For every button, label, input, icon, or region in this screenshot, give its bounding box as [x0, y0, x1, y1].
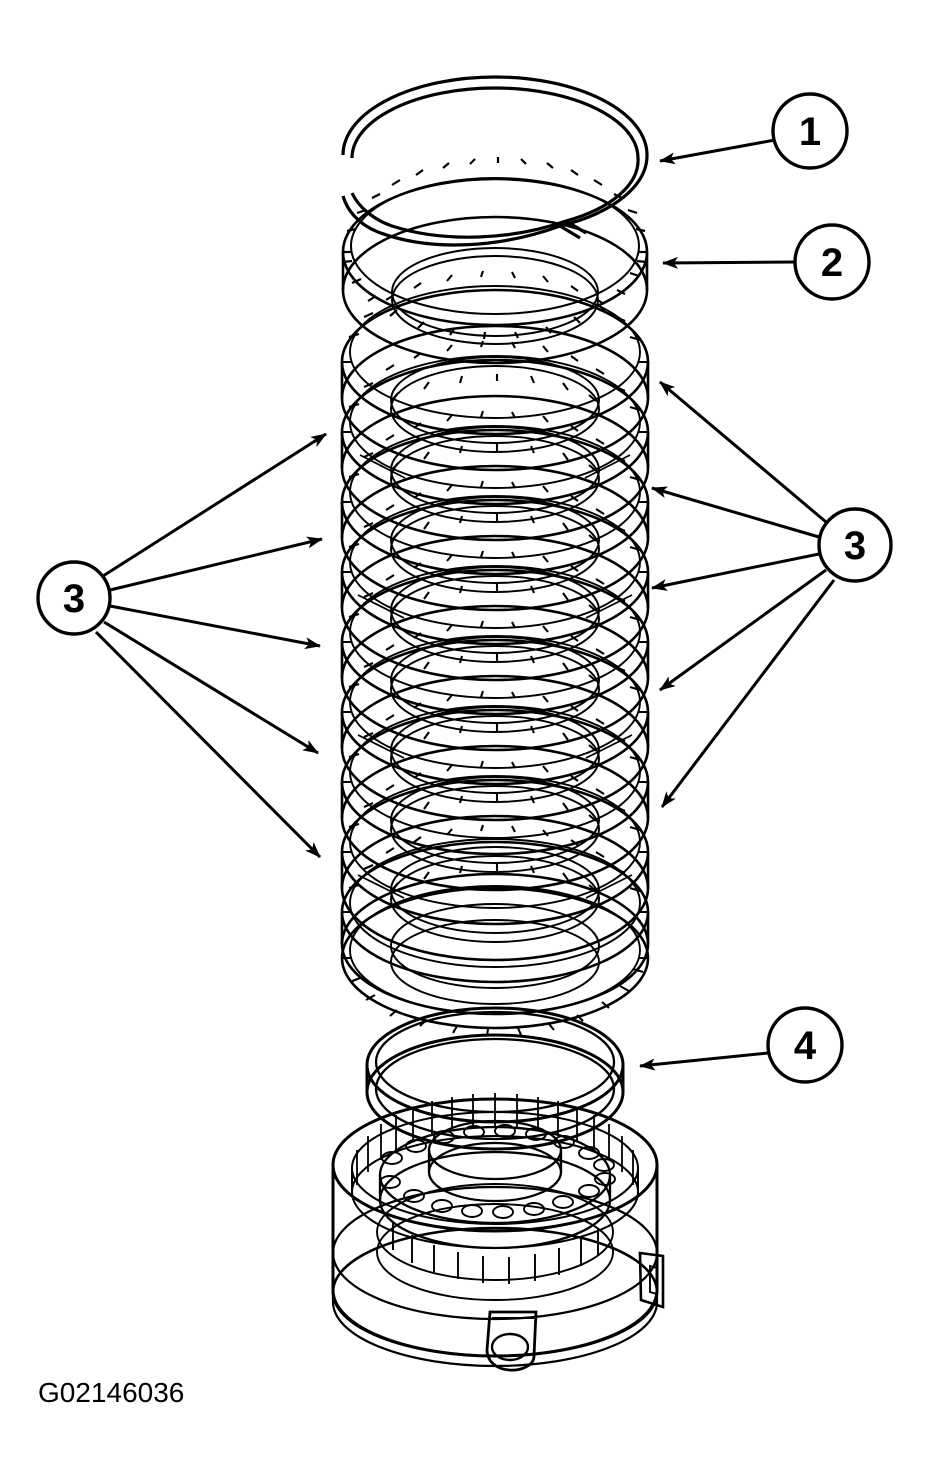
callout-3-left-circle[interactable] [36, 560, 112, 636]
leader-line-3r-d [659, 568, 827, 692]
drum-mounting-ear [638, 1251, 665, 1309]
leader-line-3r-b [651, 486, 820, 539]
callout-3-right[interactable]: 3 [817, 507, 893, 583]
leader-line-3r-e [660, 579, 836, 808]
leader-line-3l-e [94, 630, 322, 859]
clutch-plate [340, 410, 650, 612]
drum-hub-bore [427, 1119, 563, 1203]
callout-1-label: 1 [799, 110, 821, 154]
part-clutch-plate-stack [340, 270, 650, 1037]
callout-2-label: 2 [821, 241, 843, 285]
clutch-plate [340, 620, 650, 822]
callout-4[interactable]: 4 [766, 1006, 844, 1084]
part-backing-plate [341, 157, 649, 365]
leader-line-3r-c [651, 552, 820, 591]
callout-1[interactable]: 1 [771, 92, 849, 170]
leader-line-3l-b [109, 536, 323, 592]
drum-spring-seat-band [376, 1183, 614, 1301]
clutch-plate [340, 760, 650, 962]
clutch-plate [340, 824, 650, 1016]
part-clutch-drum-housing [331, 1006, 665, 1372]
leader-line-3l-d [103, 620, 319, 755]
part-snap-ring [341, 75, 649, 247]
drum-piston [378, 1124, 616, 1250]
leader-lines [94, 138, 836, 1071]
callout-3-right-circle[interactable] [817, 507, 893, 583]
callout-2-circle[interactable] [793, 223, 871, 301]
callout-1-circle[interactable] [771, 92, 849, 170]
callout-4-circle[interactable] [766, 1006, 844, 1084]
leader-line-3l-c [109, 604, 321, 650]
callout-4-label: 4 [794, 1024, 817, 1068]
clutch-plate [340, 270, 650, 472]
leader-line-2 [662, 256, 796, 269]
clutch-plate [340, 550, 650, 752]
drum-bottom-tab [485, 1310, 538, 1372]
callout-bubbles: 1 2 3 3 4 [36, 92, 893, 1084]
clutch-plate [340, 480, 650, 682]
callout-3-left-label: 3 [63, 577, 85, 621]
clutch-plate [340, 885, 650, 1037]
callout-2[interactable]: 2 [793, 223, 871, 301]
leader-line-4 [639, 1051, 769, 1071]
leader-line-1 [659, 138, 776, 165]
leader-line-3l-a [102, 432, 327, 578]
clutch-plate [340, 690, 650, 892]
figure-caption: G02146036 [38, 1377, 184, 1408]
leader-line-3r-a [659, 380, 827, 524]
callout-3-right-label: 3 [844, 524, 866, 568]
callout-3-left[interactable]: 3 [36, 560, 112, 636]
